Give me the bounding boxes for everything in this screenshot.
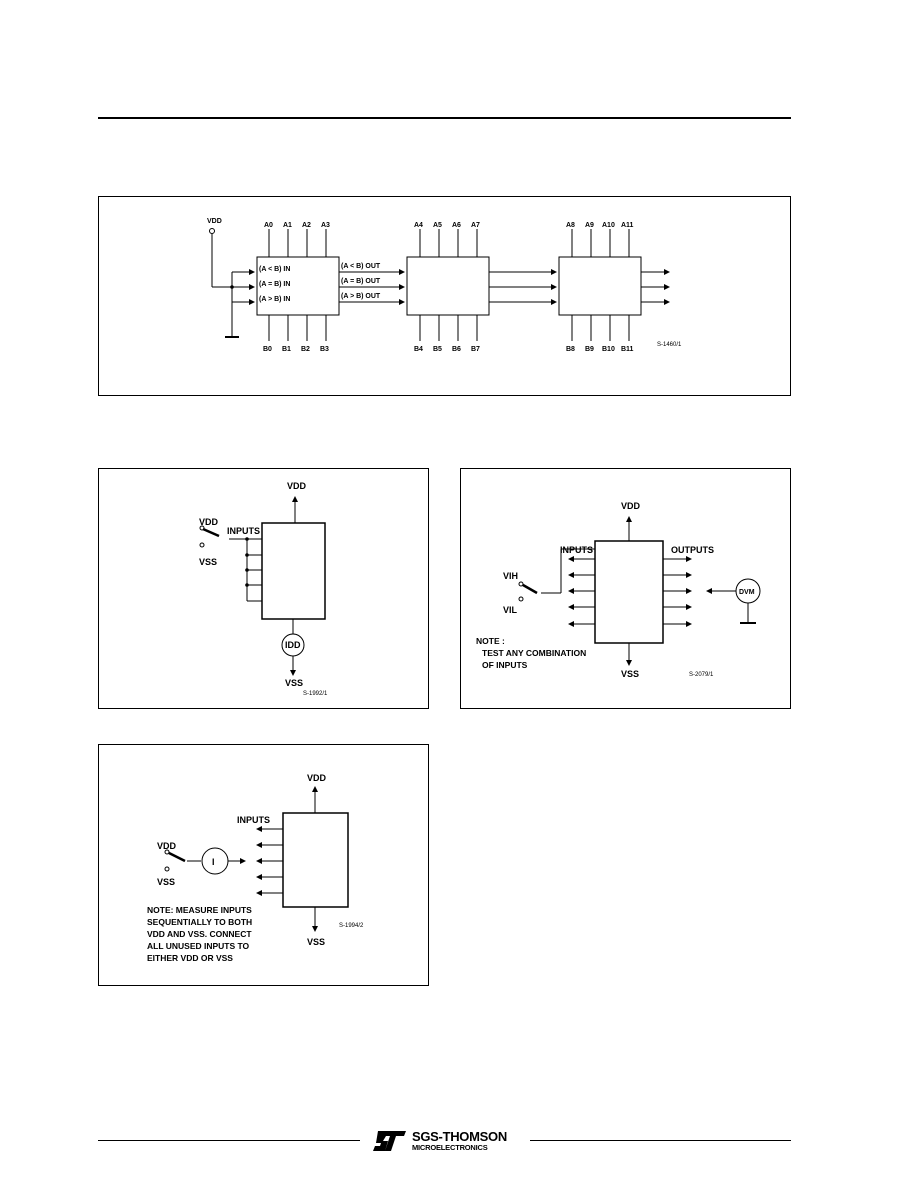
footer-rule-right — [530, 1140, 791, 1141]
note-line: ALL UNUSED INPUTS TO — [147, 941, 250, 951]
input-label: (A > B) IN — [259, 296, 290, 303]
brand-subtitle: MICROELECTRONICS — [412, 1143, 488, 1152]
brand-name: SGS-THOMSON — [412, 1129, 507, 1144]
header-rule — [98, 117, 791, 119]
vss-bottom-label: VSS — [621, 669, 639, 679]
note-line: OF INPUTS — [482, 660, 528, 670]
pin-label: A5 — [433, 222, 442, 229]
company-logo: SGS-THOMSON MICROELECTRONICS — [368, 1128, 528, 1154]
vss-bottom-label: VSS — [307, 937, 325, 947]
pin-label: A9 — [585, 222, 594, 229]
pin-label: B11 — [621, 346, 634, 353]
pin-label: B5 — [433, 346, 442, 353]
quiescent-current-panel: VDD VDD VSS INPUTS IDD VSS S-1992/1 — [98, 468, 429, 709]
vdd-top-label: VDD — [307, 773, 327, 783]
outputs-label: OUTPUTS — [671, 545, 714, 555]
input-label: (A = B) IN — [259, 281, 290, 288]
pin-label: B0 — [263, 346, 272, 353]
pin-label: A1 — [283, 222, 292, 229]
figure-code: S-1992/1 — [303, 691, 328, 697]
note-line: NOTE: MEASURE INPUTS — [147, 905, 252, 915]
pin-label: B7 — [471, 346, 480, 353]
io-voltage-diagram: VDD INPUTS OUTPUTS VIH VIL DVM NOTE : TE… — [476, 501, 761, 679]
inputs-label: INPUTS — [237, 815, 270, 825]
io-voltage-panel: VDD INPUTS OUTPUTS VIH VIL DVM NOTE : TE… — [460, 468, 791, 709]
figure-code: S-1460/1 — [657, 342, 682, 348]
vil-label: VIL — [503, 605, 518, 615]
switch-vdd-label: VDD — [199, 517, 219, 527]
input-leakage-diagram: VDD INPUTS VDD VSS I VSS S-1994/2 NOTE: … — [147, 773, 364, 963]
note-line: VDD AND VSS. CONNECT — [147, 929, 252, 939]
pin-label: B1 — [282, 346, 291, 353]
footer-rule-left — [98, 1140, 360, 1141]
figure-code: S-2079/1 — [689, 672, 714, 678]
cascade-diagram: VDD A0 A1 A2 A3 B0 B1 B2 B3 A4 A5 A6 A7 … — [207, 218, 682, 353]
pin-label: A0 — [264, 222, 273, 229]
vss-bottom-label: VSS — [285, 678, 303, 688]
input-leakage-panel: VDD INPUTS VDD VSS I VSS S-1994/2 NOTE: … — [98, 744, 429, 986]
input-label: (A < B) IN — [259, 266, 290, 273]
pin-label: A10 — [602, 222, 615, 229]
pin-label: A11 — [621, 222, 634, 229]
pin-label: B9 — [585, 346, 594, 353]
note-line: EITHER VDD OR VSS — [147, 953, 233, 963]
switch-vdd-label: VDD — [157, 841, 177, 851]
vih-label: VIH — [503, 571, 518, 581]
pin-label: B8 — [566, 346, 575, 353]
pin-label: A7 — [471, 222, 480, 229]
cascade-diagram-panel: VDD A0 A1 A2 A3 B0 B1 B2 B3 A4 A5 A6 A7 … — [98, 196, 791, 396]
note-line: TEST ANY COMBINATION — [482, 648, 586, 658]
pin-label: A8 — [566, 222, 575, 229]
pin-label: A2 — [302, 222, 311, 229]
current-meter-label: I — [212, 857, 215, 867]
quiescent-current-diagram: VDD VDD VSS INPUTS IDD VSS S-1992/1 — [199, 481, 328, 697]
pin-label: B6 — [452, 346, 461, 353]
switch-vss-label: VSS — [199, 557, 217, 567]
vdd-top-label: VDD — [621, 501, 641, 511]
vdd-label: VDD — [207, 218, 222, 225]
pin-label: A3 — [321, 222, 330, 229]
output-label: (A > B) OUT — [341, 293, 381, 300]
note-line: NOTE : — [476, 636, 505, 646]
switch-vss-label: VSS — [157, 877, 175, 887]
inputs-label: INPUTS — [227, 526, 260, 536]
note-line: SEQUENTIALLY TO BOTH — [147, 917, 252, 927]
output-label: (A < B) OUT — [341, 263, 381, 270]
pin-label: B10 — [602, 346, 615, 353]
pin-label: A6 — [452, 222, 461, 229]
output-label: (A = B) OUT — [341, 278, 381, 285]
dvm-label: DVM — [739, 589, 755, 596]
pin-label: B3 — [320, 346, 329, 353]
pin-label: B2 — [301, 346, 310, 353]
st-logo-icon — [373, 1131, 406, 1151]
inputs-label: INPUTS — [560, 545, 593, 555]
vdd-top-label: VDD — [287, 481, 307, 491]
idd-meter-label: IDD — [285, 640, 301, 650]
pin-label: A4 — [414, 222, 423, 229]
pin-label: B4 — [414, 346, 423, 353]
figure-code: S-1994/2 — [339, 923, 364, 929]
